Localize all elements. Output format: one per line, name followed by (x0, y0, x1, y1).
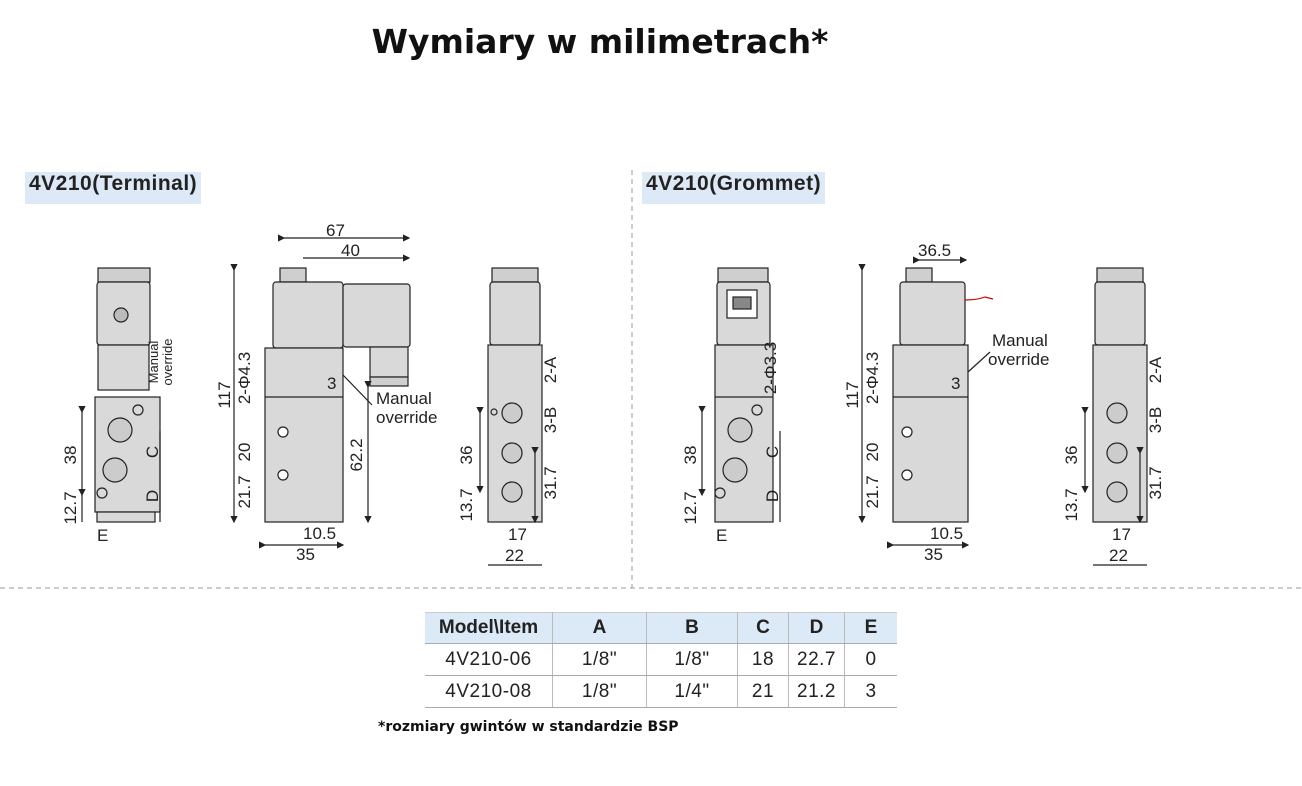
dim-22: 22 (505, 546, 524, 565)
dim-d: D (763, 490, 782, 502)
column-header: A (552, 612, 647, 644)
dim-40: 40 (341, 241, 360, 260)
table-cell: 1/8" (552, 643, 647, 676)
dim-10-5: 10.5 (303, 524, 336, 543)
table-cell: 3 (844, 675, 897, 708)
column-header: E (844, 612, 897, 644)
footnote: *rozmiary gwintów w standardzie BSP (378, 719, 679, 735)
table-row: 4V210-06 1/8" 1/8" 18 22.7 0 (425, 643, 897, 676)
manual-override-label: Manual (376, 389, 432, 408)
dim-21-7: 21.7 (235, 475, 254, 508)
terminal-back-view (476, 267, 543, 566)
table-cell: 1/8" (646, 643, 738, 676)
dim-holes-side: 2-Φ3.3 (761, 342, 780, 394)
dim-17: 17 (508, 525, 527, 544)
dim-36: 36 (457, 446, 476, 465)
grommet-dimension-labels: 38 12.7 C D E 2-Φ3.3 36.5 117 2-Φ4.3 20 … (681, 241, 1165, 565)
table-cell: 21 (737, 675, 789, 708)
dim-35: 35 (924, 545, 943, 564)
dim-17: 17 (1112, 525, 1131, 544)
terminal-dimension-labels: 38 12.7 C D E Manual override 67 40 117 … (61, 221, 560, 565)
page-title: Wymiary w milimetrach* (371, 22, 829, 61)
dim-c: C (143, 446, 162, 458)
dim-holes: 2-Φ4.3 (863, 352, 882, 404)
table-header-row: Model\Item A B C D E (425, 612, 897, 644)
dim-36-5: 36.5 (918, 241, 951, 260)
port-3b: 3-B (1146, 407, 1165, 433)
terminal-side-view (78, 267, 161, 523)
terminal-front-view (230, 234, 411, 549)
dim-117: 117 (843, 381, 862, 408)
table-cell: 18 (737, 643, 789, 676)
dim-35: 35 (296, 545, 315, 564)
dim-20: 20 (863, 443, 882, 462)
dim-c: C (763, 446, 782, 458)
column-header: B (646, 612, 738, 644)
dim-67: 67 (326, 221, 345, 240)
port-3b: 3-B (541, 407, 560, 433)
dim-62-2: 62.2 (347, 438, 366, 471)
dim-13-7: 13.7 (1062, 488, 1081, 521)
port-2a: 2-A (541, 356, 560, 383)
dim-21-7: 21.7 (863, 475, 882, 508)
dim-12-7: 12.7 (681, 491, 700, 524)
table-cell: 22.7 (788, 643, 845, 676)
dim-e: E (716, 526, 727, 545)
manual-override-label-2: override (376, 408, 437, 427)
column-header: D (788, 612, 845, 644)
dim-22: 22 (1109, 546, 1128, 565)
table-cell: 1/8" (552, 675, 647, 708)
manual-override-label-2: override (160, 339, 175, 386)
dim-holes: 2-Φ4.3 (235, 352, 254, 404)
section-label-grommet: 4V210(Grommet) (642, 172, 826, 204)
table-cell: 4V210-06 (425, 643, 553, 676)
dim-13-7: 13.7 (457, 488, 476, 521)
dim-d: D (143, 490, 162, 502)
manual-override-label-2: override (988, 350, 1049, 369)
dim-38: 38 (681, 446, 700, 465)
manual-override-label: Manual (146, 341, 161, 384)
dim-20: 20 (235, 443, 254, 462)
dim-3: 3 (327, 374, 336, 393)
column-header: C (737, 612, 789, 644)
table-cell: 0 (844, 643, 897, 676)
grommet-side-view (698, 267, 781, 523)
manual-override-label: Manual (992, 331, 1048, 350)
table-cell: 4V210-08 (425, 675, 553, 708)
grommet-front-view (858, 256, 994, 549)
dim-e: E (97, 526, 108, 545)
dim-10-5: 10.5 (930, 524, 963, 543)
port-2a: 2-A (1146, 356, 1165, 383)
dim-38: 38 (61, 446, 80, 465)
table-cell: 1/4" (646, 675, 738, 708)
model-dimension-table: Model\Item A B C D E 4V210-06 1/8" 1/8" … (425, 612, 897, 708)
column-header: Model\Item (425, 612, 553, 644)
table-row: 4V210-08 1/8" 1/4" 21 21.2 3 (425, 675, 897, 708)
dim-3: 3 (951, 374, 960, 393)
dim-36: 36 (1062, 446, 1081, 465)
grommet-back-view (1081, 267, 1148, 566)
table-cell: 21.2 (788, 675, 845, 708)
dim-117: 117 (215, 381, 234, 408)
dim-31-7: 31.7 (1146, 466, 1165, 499)
section-label-terminal: 4V210(Terminal) (25, 172, 202, 204)
dim-31-7: 31.7 (541, 466, 560, 499)
dim-12-7: 12.7 (61, 491, 80, 524)
